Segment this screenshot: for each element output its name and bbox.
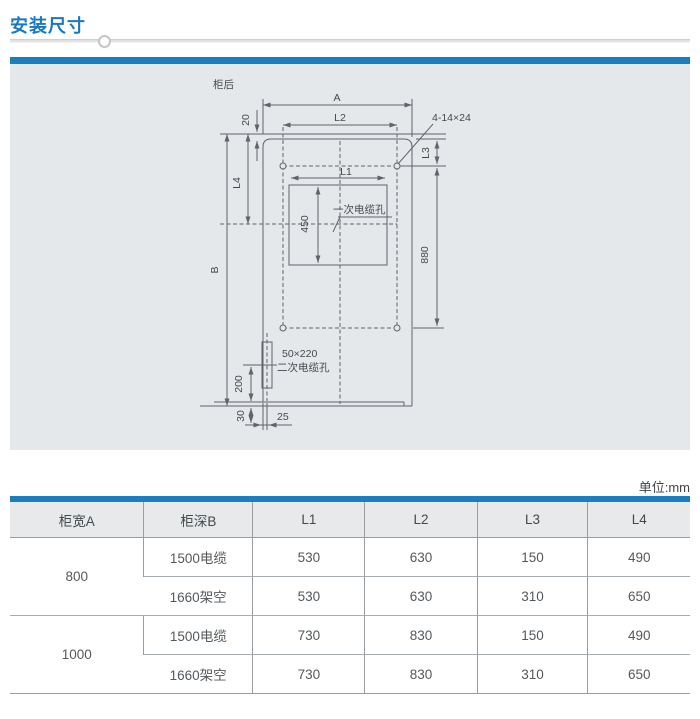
mounting-hole-bottom-left <box>279 324 287 332</box>
value-cell: 830 <box>364 654 478 694</box>
header-l4: L4 <box>587 499 690 538</box>
cabinet-depth-cell: 1500电缆 <box>143 615 253 655</box>
value-cell: 490 <box>587 615 690 655</box>
dim-label-a: A <box>333 92 340 104</box>
table-row: 1660架空 730 830 310 650 <box>10 654 690 694</box>
dim-label-l1: L1 <box>340 166 352 178</box>
value-cell: 150 <box>476 537 588 577</box>
value-cell: 650 <box>587 576 690 616</box>
page-title: 安装尺寸 <box>10 16 86 36</box>
dim-label-l2: L2 <box>334 112 346 124</box>
dim-label-30: 30 <box>235 410 247 422</box>
header-l1: L1 <box>252 499 365 538</box>
mounting-hole-bottom-right <box>393 324 401 332</box>
value-cell: 150 <box>476 615 588 655</box>
cabinet-depth-cell: 1500电缆 <box>143 537 253 577</box>
value-cell: 530 <box>252 576 365 616</box>
value-cell: 630 <box>364 576 478 616</box>
value-cell: 310 <box>476 654 588 694</box>
diagram-accent-bar <box>10 57 690 64</box>
primary-hole-label: 一次电缆孔 <box>333 203 386 216</box>
mounting-hole-top-left <box>279 162 287 170</box>
table-row: 1660架空 530 630 310 650 <box>10 576 690 616</box>
dim-label-25: 25 <box>277 411 289 423</box>
slot-size-label: 50×220 <box>282 348 317 360</box>
cabinet-width-cell: 800 <box>10 537 144 616</box>
dim-label-20: 20 <box>240 114 252 126</box>
value-cell: 730 <box>252 615 365 655</box>
cabinet-depth-cell: 1660架空 <box>143 654 253 694</box>
secondary-hole-label: 二次电缆孔 <box>277 361 330 374</box>
dim-label-l3: L3 <box>420 147 432 159</box>
installation-drawing: 柜后 A L2 20 4-14×24 L3 L4 L1 450 一次电缆孔 B … <box>200 78 471 430</box>
header-l3: L3 <box>476 499 588 538</box>
primary-cable-opening <box>288 184 392 266</box>
unit-label: 单位:mm <box>638 480 690 495</box>
value-cell: 310 <box>476 576 588 616</box>
value-cell: 530 <box>252 537 365 577</box>
dim-label-880: 880 <box>419 246 431 264</box>
value-cell: 630 <box>364 537 478 577</box>
secondary-cable-slot <box>243 333 292 430</box>
header-l2: L2 <box>364 499 478 538</box>
cabinet-width-cell: 1000 <box>10 615 144 694</box>
divider-ornament-dot <box>98 35 111 48</box>
dim-label-200: 200 <box>233 375 245 393</box>
dimension-table: 柜宽A 柜深B L1 L2 L3 L4 800 1500电缆 530 630 1… <box>10 496 690 694</box>
dim-label-b: B <box>209 266 221 273</box>
cabinet-outline <box>200 133 446 407</box>
mounting-hole-top-right <box>393 162 401 170</box>
value-cell: 650 <box>587 654 690 694</box>
table-row: 1000 1500电缆 730 830 150 490 <box>10 615 690 694</box>
value-cell: 730 <box>252 654 365 694</box>
cabinet-depth-cell: 1660架空 <box>143 576 253 616</box>
table-header-row: 柜宽A 柜深B L1 L2 L3 L4 <box>10 499 690 538</box>
dim-label-l4: L4 <box>231 177 243 189</box>
value-cell: 830 <box>364 615 478 655</box>
mounting-hole-frame <box>220 127 401 404</box>
view-label: 柜后 <box>213 78 234 91</box>
header-cabinet-depth: 柜深B <box>143 499 253 538</box>
dim-label-450: 450 <box>299 215 311 233</box>
dimension-lines <box>224 99 446 428</box>
value-cell: 490 <box>587 537 690 577</box>
holes-callout-label: 4-14×24 <box>432 112 471 124</box>
header-cabinet-width: 柜宽A <box>10 499 144 538</box>
installation-diagram-panel: 柜后 A L2 20 4-14×24 L3 L4 L1 450 一次电缆孔 B … <box>10 64 690 450</box>
title-divider <box>10 35 690 48</box>
table-row: 800 1500电缆 530 630 150 490 <box>10 537 690 616</box>
